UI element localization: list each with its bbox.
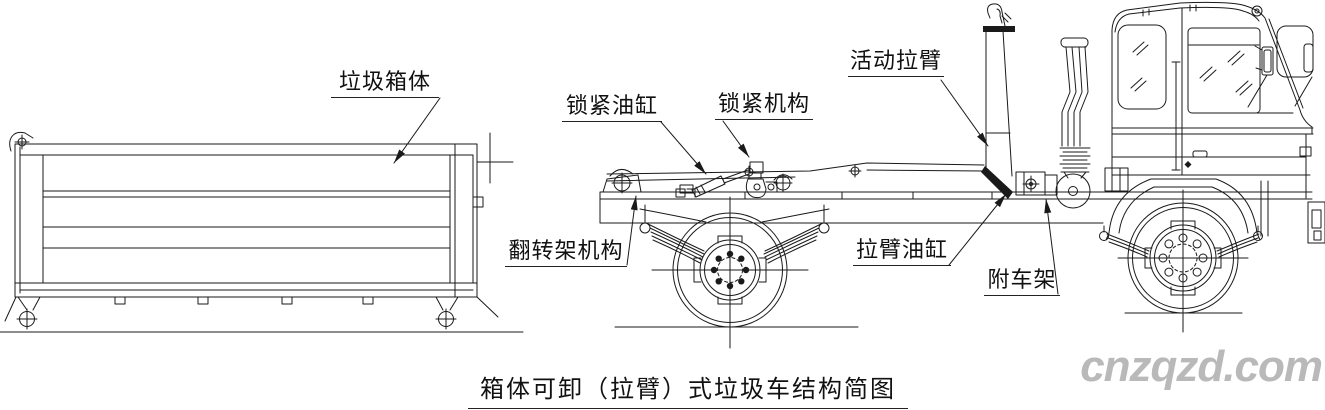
marker-lamp [1251,5,1263,17]
label-movable-pull-arm: 活动拉臂 [848,48,944,77]
container-hook [9,131,34,152]
cab-drawing [1104,1,1325,244]
figure-caption: 箱体可卸（拉臂）式垃圾车结构简图 [468,369,908,409]
container-drawing [0,131,524,333]
door-window [1187,27,1261,114]
rear-wheel [614,196,859,349]
chassis-drawing [599,161,1313,264]
side-mirror [1247,45,1274,108]
leader-lines [393,79,1059,295]
site-watermark: cnzqzd.com [1080,342,1323,391]
label-locking-cylinder: 锁紧油缸 [562,93,662,122]
front-fender [1105,178,1261,241]
label-pull-arm-cylinder: 拉臂油缸 [853,237,951,266]
locking-cylinder-drawing [675,165,756,198]
locking-mechanism-drawing [745,161,778,199]
label-locking-mechanism: 锁紧机构 [715,91,813,120]
label-garbage-container-body: 垃圾箱体 [331,69,439,98]
rear-window [1117,24,1167,110]
cab-step [1104,167,1129,192]
rear-leaf-springs [639,204,830,264]
pull-arm-drawing [981,3,1091,209]
exhaust-stack [1059,37,1091,179]
headlight [1299,146,1312,157]
front-bumper [1307,201,1325,244]
front-corner-panel [1276,25,1314,78]
tipping-frame-bracket [602,169,642,194]
door-handle [1192,150,1208,158]
label-sub-frame: 附车架 [984,267,1060,296]
container-rollers [4,296,499,330]
front-wheel [1099,189,1263,333]
label-tipping-frame-mechanism: 翻转架机构 [505,238,627,267]
